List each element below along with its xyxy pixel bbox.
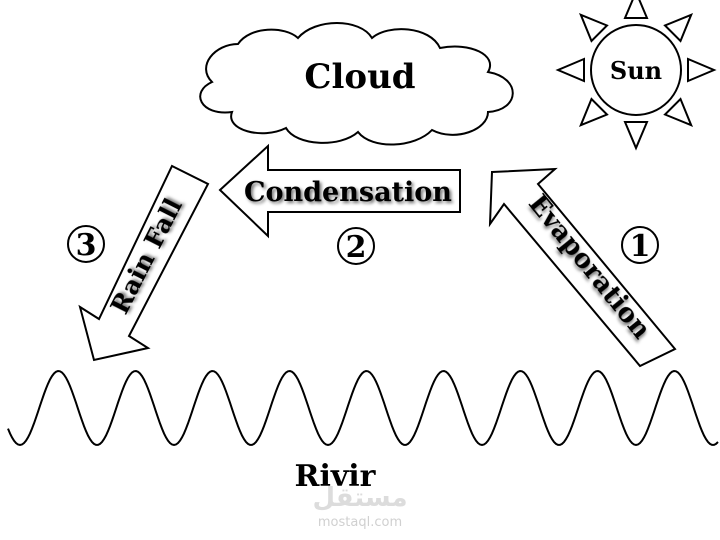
step-3-circle	[67, 225, 105, 263]
cloud: Cloud	[199, 22, 514, 146]
river-wave	[7, 369, 719, 447]
watermark-arabic: مستقل	[312, 483, 407, 513]
step-2-number: 2	[346, 230, 367, 265]
rainfall-arrow: Rain Fall	[78, 164, 210, 362]
step-number-3: 3	[67, 225, 105, 263]
sun-ray	[663, 97, 694, 128]
sun-ray	[578, 97, 609, 128]
condensation-arrow: Condensation	[218, 143, 461, 239]
evaporation-arrow-shape	[488, 167, 677, 368]
evaporation-arrow: Evaporation	[488, 167, 677, 368]
sun-rays	[555, 0, 717, 151]
step-1-circle	[621, 226, 659, 264]
sun-ray	[623, 0, 649, 19]
sun-ray	[578, 12, 609, 43]
sun: Sun	[555, 0, 717, 151]
step-2-circle	[337, 227, 375, 265]
rainfall-arrow-shape	[78, 164, 210, 362]
step-1-number: 1	[630, 229, 651, 264]
cloud-shape	[199, 22, 514, 146]
sun-ray	[663, 12, 694, 43]
sun-ray	[555, 57, 585, 83]
watermark-latin: mostaql.com	[318, 515, 402, 530]
step-number-1: 1	[621, 226, 659, 264]
sun-ray	[687, 57, 717, 83]
river-label: Rivir	[295, 459, 377, 494]
sun-ray	[623, 121, 649, 151]
evaporation-label: Evaporation	[522, 189, 656, 345]
step-3-number: 3	[76, 228, 97, 263]
condensation-arrow-shape	[218, 143, 461, 239]
cloud-label: Cloud	[304, 57, 415, 97]
sun-label: Sun	[610, 56, 662, 85]
sun-disc	[590, 24, 682, 116]
step-number-2: 2	[337, 227, 375, 265]
condensation-label: Condensation	[244, 177, 452, 208]
